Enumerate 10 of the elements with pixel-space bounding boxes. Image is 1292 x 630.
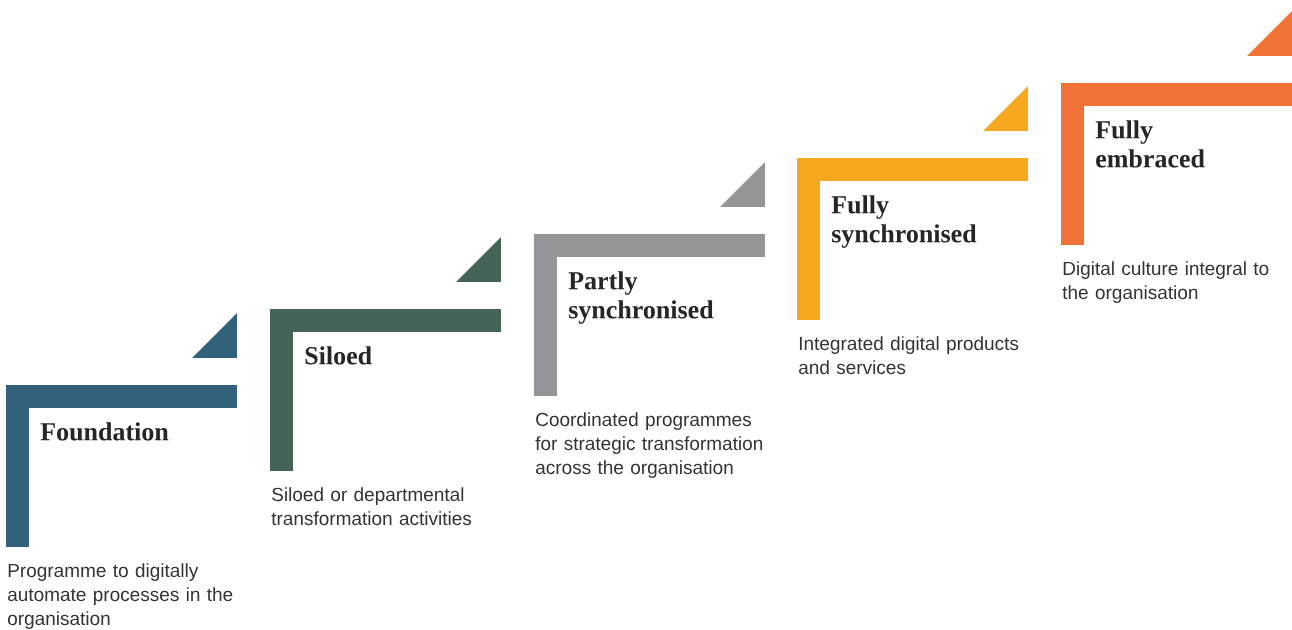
step-description: Digital culture integral to the organisation <box>1062 261 1269 303</box>
step-bracket: Fully synchronised <box>797 158 1028 320</box>
step-bracket: Fully embraced <box>1061 83 1292 245</box>
step-description: Integrated digital products and services <box>799 336 1019 375</box>
step-description: Programme to digitally automate processes in the organisation <box>8 563 233 629</box>
step-description: Coordinated programmes for strategic transformation across the organisation <box>535 412 763 478</box>
step-bracket: Siloed <box>270 309 501 471</box>
step-bracket: Partly synchronised <box>534 234 765 396</box>
step-bracket: Foundation <box>6 385 237 547</box>
step-description: Siloed or departmental transformation activities <box>271 487 472 526</box>
